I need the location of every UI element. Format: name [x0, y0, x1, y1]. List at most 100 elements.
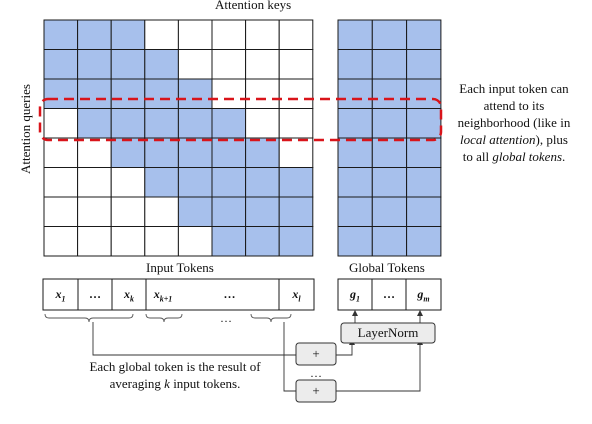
- attention-cell: [144, 19, 179, 50]
- attention-cell: [278, 167, 314, 198]
- attention-cell: [43, 78, 79, 109]
- attention-cell: [77, 19, 112, 50]
- attention-cell: [278, 137, 314, 168]
- attention-cell: [278, 49, 314, 80]
- global-attention-cell: [337, 19, 373, 50]
- attention-matrix: [43, 19, 314, 257]
- global-attention-cell: [337, 137, 373, 168]
- attention-cell: [211, 49, 247, 80]
- global-tokens-box: [337, 278, 442, 311]
- plus-dots: …: [310, 366, 322, 380]
- plus-label-2: +: [312, 383, 320, 398]
- global-attention-cell: [371, 137, 408, 168]
- attention-cell: [43, 226, 79, 257]
- plus-label-1: +: [312, 346, 320, 361]
- attention-cell: [110, 108, 146, 139]
- attention-cell: [245, 78, 280, 109]
- attention-cell: [245, 108, 280, 139]
- attention-cell: [177, 108, 213, 139]
- plus-box-1: [295, 342, 337, 366]
- caption-line-2: averaging k input tokens.: [109, 376, 241, 391]
- global-attention-cell: [406, 167, 442, 198]
- attention-cell: [278, 226, 314, 257]
- global-attention-cell: [406, 108, 442, 139]
- global-attention-cell: [337, 167, 373, 198]
- global-attention-matrix: [337, 19, 442, 257]
- annotation-line-5: to all global tokens.: [462, 149, 566, 164]
- global-attention-cell: [337, 196, 373, 227]
- attention-cell: [144, 49, 179, 80]
- attention-cell: [144, 78, 179, 109]
- attention-cell: [211, 78, 247, 109]
- input-token-xl: xl: [292, 287, 301, 304]
- attention-cell: [177, 19, 213, 50]
- attention-cell: [43, 196, 79, 227]
- attention-cell: [110, 49, 146, 80]
- attention-cell: [177, 196, 213, 227]
- attention-cell: [278, 108, 314, 139]
- global-attention-cell: [406, 226, 442, 257]
- attention-cell: [144, 137, 179, 168]
- attention-cell: [110, 196, 146, 227]
- attention-cell: [43, 167, 79, 198]
- attention-cell: [43, 49, 79, 80]
- attention-cell: [245, 49, 280, 80]
- attention-cell: [177, 167, 213, 198]
- plus-box-2: [295, 379, 337, 403]
- input-token-ellipsis-1: …: [89, 287, 101, 301]
- annotation-line-1: Each input token can: [459, 81, 569, 96]
- attention-cell: [144, 167, 179, 198]
- global-token-g1: g1: [350, 287, 360, 304]
- global-attention-cell: [337, 226, 373, 257]
- attention-cell: [211, 196, 247, 227]
- global-token-gm: gm: [417, 287, 430, 304]
- global-attention-cell: [406, 19, 442, 50]
- global-attention-cell: [371, 226, 408, 257]
- input-token-ellipsis-2: …: [223, 287, 236, 301]
- global-attention-cell: [406, 78, 442, 109]
- attention-cell: [278, 78, 314, 109]
- attention-cell: [77, 78, 112, 109]
- attention-cell: [211, 137, 247, 168]
- global-attention-cell: [371, 49, 408, 80]
- queries-label: Attention queries: [18, 84, 33, 174]
- attention-cell: [177, 137, 213, 168]
- attention-cell: [177, 78, 213, 109]
- attention-cell: [245, 137, 280, 168]
- input-tokens-label: Input Tokens: [146, 260, 214, 275]
- attention-cell: [177, 226, 213, 257]
- input-token-xk: xk: [124, 287, 134, 304]
- global-attention-cell: [406, 137, 442, 168]
- input-tokens-box: [42, 278, 315, 311]
- highlight-box: [38, 97, 443, 142]
- global-attention-cell: [371, 78, 408, 109]
- global-attention-cell: [371, 19, 408, 50]
- attention-cell: [144, 108, 179, 139]
- layernorm-label: LayerNorm: [357, 325, 419, 340]
- caption-text: Each global token is the result of avera…: [40, 358, 310, 392]
- attention-cell: [278, 19, 314, 50]
- attention-cell: [211, 108, 247, 139]
- attention-cell: [211, 19, 247, 50]
- attention-cell: [77, 196, 112, 227]
- global-tokens-label: Global Tokens: [349, 260, 425, 275]
- attention-cell: [110, 19, 146, 50]
- brace-dots: …: [220, 311, 232, 325]
- attention-cell: [43, 19, 79, 50]
- attention-cell: [110, 78, 146, 109]
- input-token-xk1: xk+1: [153, 287, 173, 304]
- input-token-dividers: [77, 279, 280, 310]
- attention-cell: [245, 226, 280, 257]
- global-attention-cell: [337, 78, 373, 109]
- global-token-ellipsis: …: [383, 287, 395, 301]
- attention-cell: [43, 137, 79, 168]
- input-token-x1: x1: [55, 287, 66, 304]
- global-attention-cell: [337, 49, 373, 80]
- global-attention-cell: [371, 108, 408, 139]
- attention-cell: [77, 108, 112, 139]
- keys-label: Attention keys: [215, 0, 292, 12]
- global-attention-cell: [406, 49, 442, 80]
- caption-line-1: Each global token is the result of: [89, 359, 261, 374]
- annotation-line-2: attend to its: [483, 98, 545, 113]
